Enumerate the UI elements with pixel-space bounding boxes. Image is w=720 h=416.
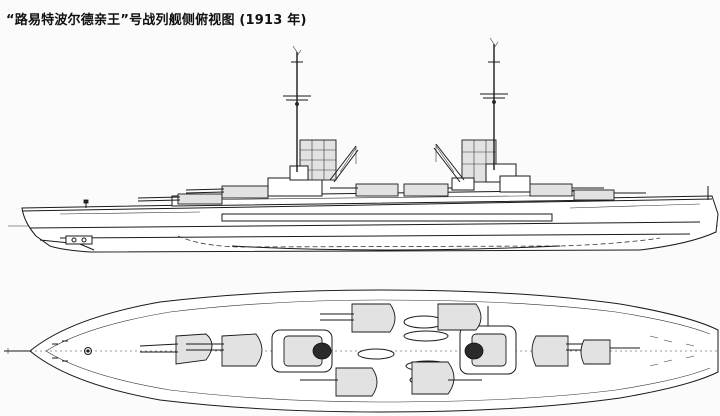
- fore-mast: [283, 45, 311, 172]
- plan-aft-bridge: [459, 306, 517, 375]
- fore-superstructure: [267, 139, 337, 197]
- fore-crane: [329, 145, 359, 183]
- side-turret-aft-b: [573, 189, 646, 201]
- aft-crane: [433, 143, 465, 183]
- aft-mast: [480, 37, 508, 170]
- plan-wing-turret-fore-bottom: [300, 367, 378, 397]
- plan-boats: [357, 315, 451, 386]
- plan-turret-d: [580, 339, 640, 365]
- side-turret-fore-a: [137, 193, 223, 205]
- side-turret-mid-a: [330, 183, 399, 197]
- plan-wing-turret-aft-top: [437, 303, 482, 331]
- armour-belt: [221, 213, 553, 222]
- plan-wing-turret-aft-bottom: [411, 361, 482, 395]
- underwater-outline: [177, 235, 661, 248]
- plan-fore-bridge: [271, 329, 333, 373]
- plan-turret-a: [139, 333, 213, 365]
- plan-turret-b: [186, 333, 263, 367]
- stern-details: [649, 335, 695, 367]
- aft-superstructure: [451, 139, 531, 193]
- side-profile-view: [8, 37, 719, 253]
- hull-profile: [21, 195, 719, 253]
- side-turret-fore-b: [185, 185, 269, 199]
- plan-wing-turret-fore-top: [320, 303, 396, 333]
- plan-view: [4, 289, 719, 413]
- bow-fittings: [52, 340, 92, 362]
- figure-caption: “路易特波尔德亲王”号战列舰侧俯视图 (1913 年): [6, 13, 307, 28]
